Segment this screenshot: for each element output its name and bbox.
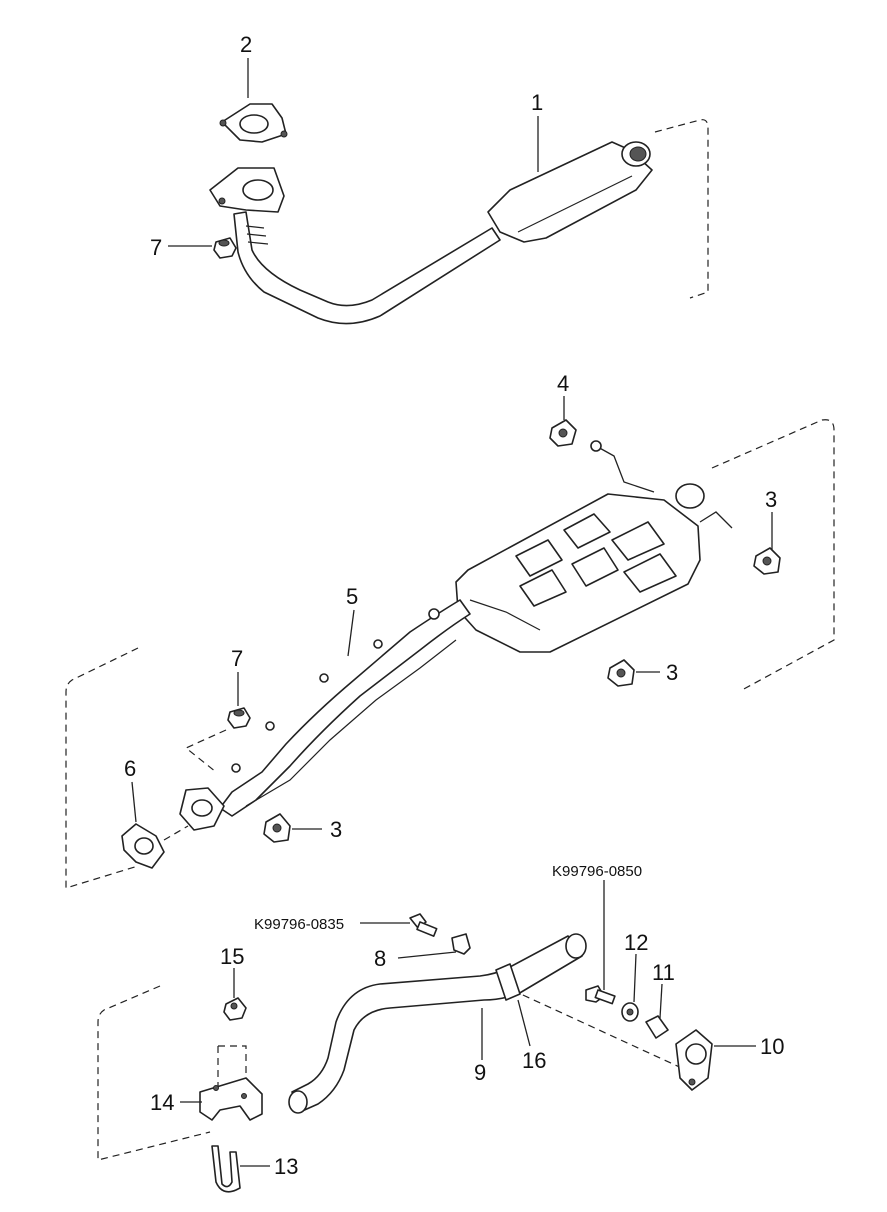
group3-dashed-outline: [97, 985, 211, 1161]
clamp-16: [495, 963, 521, 1001]
label-part-5: 5: [346, 584, 358, 609]
label-part-4: 4: [557, 371, 569, 396]
label-part-14: 14: [150, 1090, 174, 1115]
label-part-10: 10: [760, 1034, 784, 1059]
label-part-16: 16: [522, 1048, 546, 1073]
front-pipe: [233, 211, 501, 325]
tail-pipe: [291, 935, 583, 1113]
label-part-11: 11: [652, 960, 675, 985]
group2-dashed-outline-left: [65, 647, 139, 889]
hanger-rod: [595, 445, 733, 529]
u-bolt-13: [211, 1145, 241, 1193]
bracket-10: [675, 1029, 713, 1091]
label-part-13: 13: [274, 1154, 298, 1179]
label-bolt-k99796-0835: K99796-0835: [254, 916, 344, 933]
tail-pipe-group: [97, 933, 687, 1161]
label-part-15: 15: [220, 944, 244, 969]
label-part-3-left: 3: [330, 817, 342, 842]
label-part-6: 6: [124, 756, 136, 781]
rubber-hanger-3-left: [263, 813, 291, 843]
label-part-1: 1: [531, 90, 543, 115]
label-part-12: 12: [624, 930, 648, 955]
front-pipe-flange: [209, 167, 285, 213]
gasket-6: [121, 823, 189, 869]
gasket-2: [219, 103, 288, 143]
front-pipe-catalytic-converter-group: [209, 103, 709, 325]
rubber-hanger-3-center: [607, 659, 635, 687]
label-part-3-right: 3: [765, 487, 777, 512]
catalytic-converter: [487, 141, 653, 243]
washer-12: [621, 1002, 639, 1022]
label-part-2: 2: [240, 32, 252, 57]
center-pipe: [219, 599, 471, 817]
bolt-k99796-0835: [409, 913, 438, 937]
label-part-7-top: 7: [150, 235, 162, 260]
nut-7-top: [213, 237, 237, 259]
label-part-7-middle: 7: [231, 646, 243, 671]
label-part-9: 9: [474, 1060, 486, 1085]
rubber-hanger-3-right: [753, 547, 781, 575]
collar-11: [645, 1015, 669, 1039]
nut-7-middle: [227, 707, 251, 729]
main-muffler: [455, 483, 705, 653]
nut-15: [217, 997, 247, 1086]
bracket-14: [199, 1077, 263, 1121]
label-bolt-k99796-0850: K99796-0850: [552, 863, 642, 880]
bracket-8: [451, 933, 471, 955]
group2-dashed-outline-right: [711, 419, 835, 691]
part-labels: 1 2 7 4 3 5 7 3 6 3 K99796-0850 K99796-0…: [124, 32, 784, 1179]
label-part-3-center: 3: [666, 660, 678, 685]
rubber-hanger-4: [549, 419, 577, 447]
center-pipe-muffler-group: [65, 419, 835, 889]
label-part-8: 8: [374, 946, 386, 971]
leader-lines: [131, 58, 773, 1167]
group1-dashed-outline: [654, 119, 709, 299]
bolt-k99796-0850: [585, 985, 616, 1005]
